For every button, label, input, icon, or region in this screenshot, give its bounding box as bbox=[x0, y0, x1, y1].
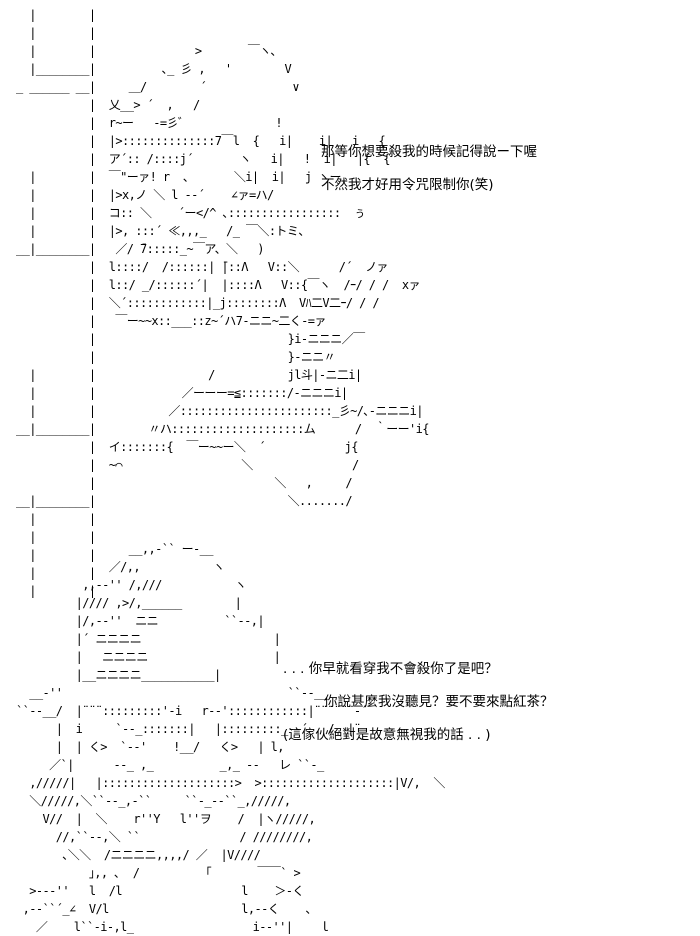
dialogue-line-2: 不然我才好用令咒限制你(笑) bbox=[321, 177, 494, 193]
ascii-art-scene-1: | | | | | | > ￣ヽ､ |________| ､_ 彡 , ' V … bbox=[16, 8, 429, 598]
dialogue-line-1: 那等你想要殺我的時候記得說ー下喔 bbox=[321, 144, 537, 160]
ascii-art-scene-2: __,,-`` ー-__ ／/,, ヽ ,,--'' /,/// ヽ |////… bbox=[16, 542, 445, 934]
dialogue-line-5: (這傢伙絕對是故意無視我的話 . . ) bbox=[283, 727, 491, 743]
dialogue-line-4: 你說甚麼我沒聽見？要不要來點紅茶？ bbox=[324, 694, 554, 710]
dialogue-line-3: . . . 你早就看穿我不會殺你了是吧？ bbox=[283, 661, 498, 677]
